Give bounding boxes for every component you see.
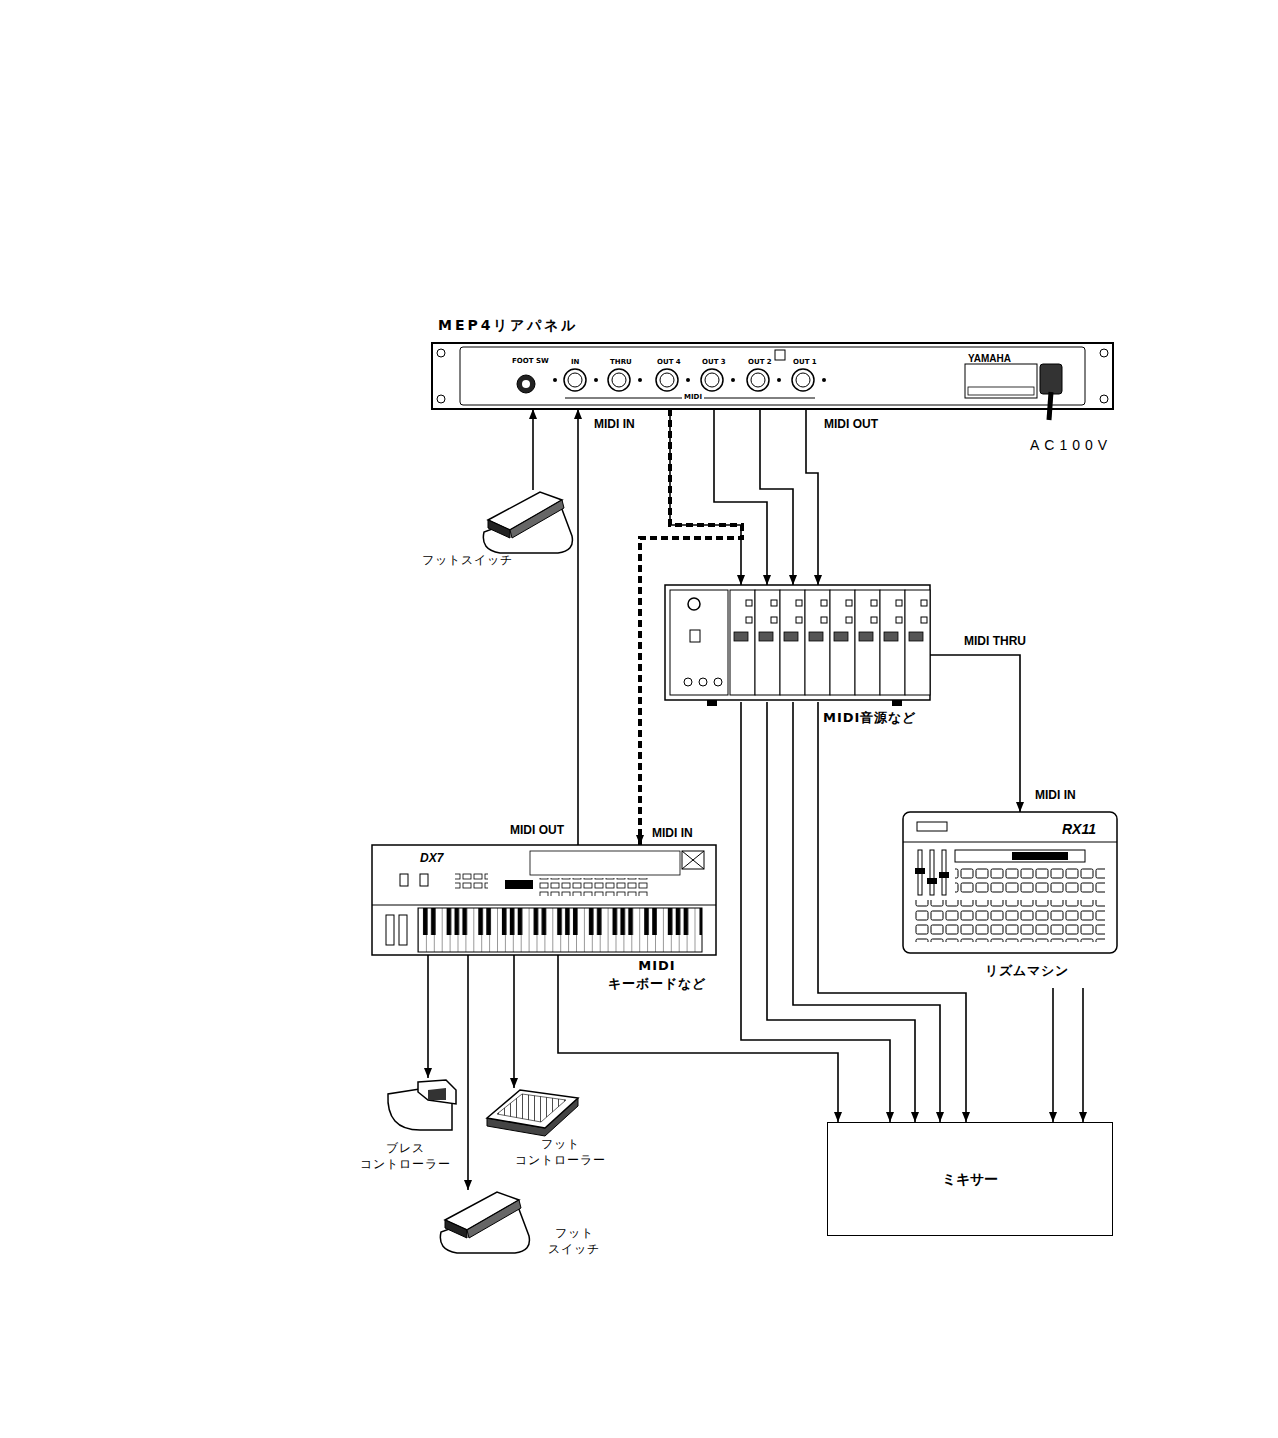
caption: フットスイッチ bbox=[422, 552, 513, 568]
cable-arrow bbox=[767, 702, 915, 1122]
brand-logo: YAMAHA bbox=[968, 352, 1011, 365]
box-label: ミキサー bbox=[942, 1170, 998, 1189]
foot-switch: フットスイッチ bbox=[480, 490, 575, 555]
cable-arrow bbox=[760, 409, 793, 585]
foot-switch: フット スイッチ bbox=[437, 1190, 532, 1255]
cable-arrow bbox=[513, 955, 515, 1088]
connection-label: MIDI IN bbox=[592, 417, 637, 433]
connection-label: MIDI OUT bbox=[822, 417, 880, 433]
breath-controller: ブレス コントローラー bbox=[385, 1078, 458, 1132]
power-label: AC100V bbox=[1030, 436, 1112, 454]
port-label: THRU bbox=[610, 358, 632, 367]
rear-panel: MEP4リアパネル bbox=[432, 343, 1113, 409]
cable-arrow bbox=[1052, 988, 1054, 1122]
cable-arrow bbox=[806, 409, 818, 585]
group-label: MIDI bbox=[682, 393, 704, 402]
connection-label: MIDI THRU bbox=[962, 634, 1028, 650]
port-label: OUT 2 bbox=[748, 358, 772, 367]
tone-module: MIDI音源など bbox=[665, 585, 930, 702]
foot-switch-illustration bbox=[483, 492, 572, 553]
jack-label: FOOT SW bbox=[512, 357, 549, 366]
foot-controller-illustration bbox=[487, 1090, 578, 1136]
caption: MIDI キーボードなど bbox=[598, 957, 716, 992]
dx7-keyboard bbox=[372, 845, 716, 955]
cable-arrow bbox=[558, 955, 838, 1122]
port-label: OUT 3 bbox=[702, 358, 726, 367]
connection-label: MIDI IN bbox=[650, 826, 695, 842]
cable-arrow bbox=[532, 409, 534, 490]
cable-arrow bbox=[467, 955, 469, 1190]
port-label: OUT 4 bbox=[657, 358, 681, 367]
model-logo: DX7 bbox=[420, 851, 443, 867]
cable-arrow bbox=[427, 955, 429, 1078]
caption: ブレス コントローラー bbox=[350, 1140, 460, 1172]
cable-arrow bbox=[714, 409, 767, 585]
caption: フット コントローラー bbox=[505, 1136, 615, 1168]
dashed-midi-cable bbox=[640, 409, 742, 845]
port-label: IN bbox=[571, 358, 579, 367]
model-logo: RX11 bbox=[1062, 820, 1096, 838]
rhythm-machine: リズムマシン bbox=[903, 812, 1117, 988]
port-label: OUT 1 bbox=[793, 358, 817, 367]
cable-arrow bbox=[930, 655, 1020, 812]
foot-controller: フット コントローラー bbox=[485, 1088, 578, 1135]
caption: フット スイッチ bbox=[542, 1225, 606, 1257]
foot-switch-illustration bbox=[440, 1192, 529, 1253]
caption: MIDI音源など bbox=[823, 709, 916, 727]
cable-arrow bbox=[1082, 988, 1084, 1122]
cable-arrow bbox=[741, 702, 890, 1122]
cable-arrow bbox=[670, 409, 741, 585]
cable-arrow bbox=[793, 702, 940, 1122]
port-label: MIDI OUT bbox=[510, 823, 564, 839]
caption: リズムマシン bbox=[985, 962, 1069, 980]
breath-controller-illustration bbox=[388, 1080, 456, 1130]
cable-arrow bbox=[818, 702, 966, 1122]
caption: MEP4リアパネル bbox=[438, 316, 579, 335]
port-label: MIDI IN bbox=[1035, 788, 1076, 804]
cable-arrow bbox=[577, 409, 579, 845]
rx11-rhythm-machine bbox=[903, 812, 1117, 953]
tone-module-rack bbox=[665, 585, 930, 706]
mep4-rear-panel bbox=[432, 343, 1113, 420]
mixer-box: ミキサー bbox=[827, 1122, 1113, 1236]
